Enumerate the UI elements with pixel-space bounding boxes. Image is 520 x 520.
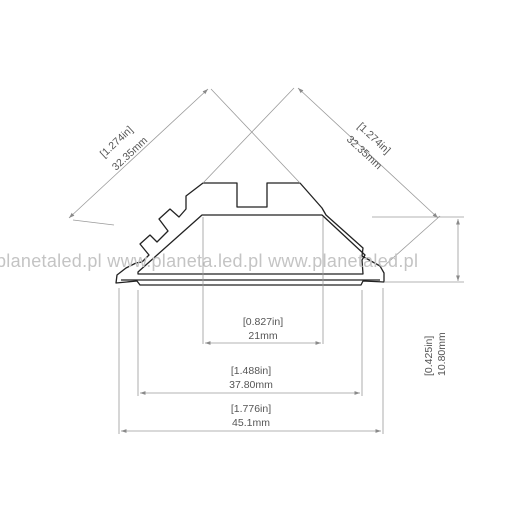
profile-inner-cavity — [137, 214, 366, 275]
total-width-mm-label: 45.1mm — [232, 417, 270, 429]
mid-width-mm-label: 37.80mm — [229, 379, 273, 391]
total-width-in-label: [1.776in] — [231, 403, 271, 415]
inner-width-mm-label: 21mm — [248, 330, 277, 342]
dimension-diagonal-left: [1.274in] 32.35mm — [68, 88, 301, 226]
height-mm-label: 10.80mm — [436, 332, 448, 376]
dimension-height: [0.425in] 10.80mm — [372, 216, 464, 376]
height-in-label: [0.425in] — [423, 336, 435, 376]
inner-width-in-label: [0.827in] — [243, 316, 283, 328]
watermark-text: planetaled.pl www.planeta.led.pl www.pla… — [0, 251, 418, 271]
mid-width-in-label: [1.488in] — [231, 365, 271, 377]
dimension-horizontal: [0.827in] 21mm [1.488in] 37.80mm [1.776i… — [118, 217, 384, 434]
